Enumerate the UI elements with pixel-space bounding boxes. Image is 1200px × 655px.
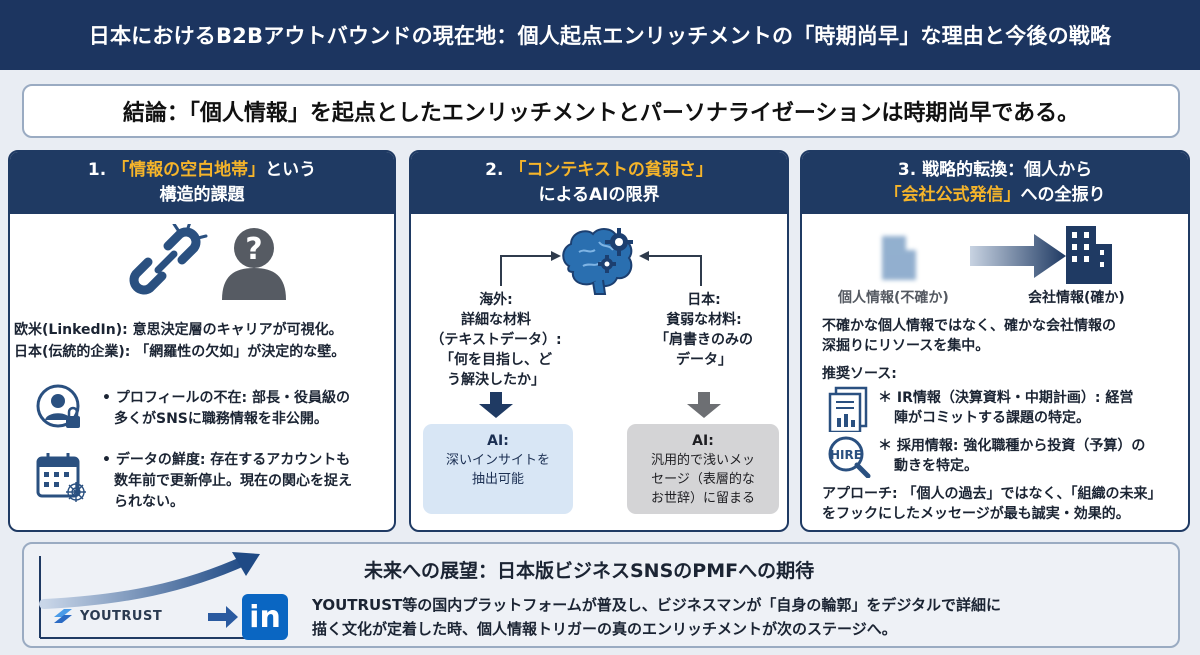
ai-outcome-japan-head: AI:: [692, 433, 714, 449]
label-personal-info: 個人情報(不確か): [838, 290, 949, 306]
overseas-heading: 海外:: [479, 292, 513, 308]
growth-trend-graphic: [39, 552, 270, 639]
approach-l2: をフックにしたメッセージが最も誠実・効果的。: [822, 506, 1130, 522]
ai-outcome-overseas-l2: 抽出可能: [471, 472, 524, 487]
hire-icon-text: HIRE: [830, 448, 862, 462]
panel-2-title-num: 2.: [485, 160, 510, 180]
source-hiring-l2: 動きを特定。: [894, 458, 978, 474]
panel-1-bullet-profile-l2: 多くがSNSに職務情報を非公開。: [114, 411, 328, 427]
panel-1-header: 1. 「情報の空白地帯」という 構造的課題: [10, 152, 394, 214]
youtrust-logo: YOUTRUST: [52, 604, 212, 628]
ai-outcome-overseas-head: AI:: [487, 433, 509, 449]
profile-lock-icon: [36, 384, 80, 428]
future-outlook-title: 未来への展望：日本版ビジネスSNSのPMFへの期待: [364, 560, 815, 582]
brain-gears-icon: [562, 228, 633, 295]
future-outlook-banner: YOUTRUST in 未来への展望：日本版ビジネスSNSのPMFへの期待 YO…: [22, 542, 1180, 648]
label-company-info: 会社情報(確か): [1028, 290, 1125, 306]
broken-link-icon: [129, 224, 208, 295]
panel-2-title-highlight: 「コンテキストの貧弱さ」: [509, 160, 713, 180]
panel-1-bullet-profile-l1: • プロフィールの不在: 部長・役員級の: [102, 390, 351, 406]
overseas-l4: う解決したか」: [447, 372, 545, 388]
panel-1-bullet-freshness-l3: られない。: [114, 494, 184, 510]
overseas-l2: （テキストデータ）:: [430, 332, 562, 348]
ir-document-icon: [828, 386, 868, 432]
overseas-l1: 詳細な材料: [461, 312, 531, 328]
recommended-sources-label: 推奨ソース:: [822, 366, 897, 382]
future-outlook-line2: 描く文化が定着した時、個人情報トリガーの真のエンリッチメントが次のステージへ。: [312, 620, 897, 638]
panel-information-gap: 1. 「情報の空白地帯」という 構造的課題 ? 欧米(LinkedIn): 意思…: [8, 150, 396, 532]
panel-context-poverty: 2. 「コンテキストの貧弱さ」 によるAIの限界 海外: 詳細な材料 （テキスト…: [409, 150, 789, 532]
stale-calendar-icon: [36, 453, 86, 502]
youtrust-mark-icon: [54, 609, 72, 623]
panel-1-title-num: 1.: [87, 160, 113, 180]
panel-strategic-shift: 3. 戦略的転換：個人から 「会社公式発信」への全振り 個人情報(不確か) 会社…: [800, 150, 1190, 532]
page-header: 日本におけるB2Bアウトバウンドの現在地：個人起点エンリッチメントの「時期尚早」…: [0, 0, 1200, 70]
panel-1-line-west: 欧米(LinkedIn): 意思決定層のキャリアが可視化。: [14, 322, 343, 338]
panel-1-bullet-freshness-l2: 数年前で更新停止。現在の関心を捉え: [114, 473, 352, 489]
page-title: 日本におけるB2Bアウトバウンドの現在地：個人起点エンリッチメントの「時期尚早」…: [88, 24, 1112, 48]
conclusion-banner: 結論：「個人情報」を起点としたエンリッチメントとパーソナライゼーションは時期尚早…: [22, 84, 1180, 138]
youtrust-label: YOUTRUST: [80, 608, 163, 624]
youtrust-to-linkedin-arrow: [208, 606, 238, 628]
panel-3-title-highlight: 「会社公式発信」: [884, 185, 1021, 205]
shift-arrow-icon: [970, 234, 1066, 278]
hire-magnifier-icon: HIRE: [828, 436, 871, 478]
japan-l1: 貧弱な材料:: [666, 312, 742, 328]
panel-1-title-line2: 構造的課題: [159, 185, 245, 205]
ai-outcome-japan: AI: 汎用的で浅いメッ セージ（表層的な お世辞）に留まる: [627, 424, 779, 514]
overseas-l3: 「何を目指し、ど: [440, 352, 552, 368]
source-ir-l1: ＊ IR情報（決算資料・中期計画）: 経営: [878, 390, 1134, 406]
ai-outcome-overseas-l1: 深いインサイトを: [445, 453, 550, 468]
japan-heading: 日本:: [687, 292, 721, 308]
ai-outcome-overseas: AI: 深いインサイトを 抽出可能: [423, 424, 573, 514]
linkedin-label: in: [249, 599, 281, 635]
down-arrow-navy-icon: [479, 392, 513, 418]
panel-2-title-line2: によるAIの限界: [538, 185, 660, 205]
source-ir-l2: 陣がコミットする課題の特定。: [894, 410, 1090, 426]
panel-1-line-japan: 日本(伝統的企業): 「網羅性の欠如」が決定的な壁。: [14, 344, 346, 360]
japan-l3: データ」: [676, 352, 732, 368]
linkedin-logo: in: [242, 594, 288, 640]
brain-connector-arrows: [500, 251, 702, 286]
conclusion-text: 結論：「個人情報」を起点としたエンリッチメントとパーソナライゼーションは時期尚早…: [122, 101, 1080, 126]
future-outlook-line1: YOUTRUST等の国内プラットフォームが普及し、ビジネスマンが「自身の輪郭」を…: [312, 596, 1002, 614]
panel-3-summary-l2: 深掘りにリソースを集中。: [822, 338, 990, 354]
approach-l1: アプローチ: 「個人の過去」ではなく、「組織の未来」: [822, 486, 1162, 502]
svg-text:?: ?: [245, 232, 262, 267]
panel-3-summary-l1: 不確かな個人情報ではなく、確かな会社情報の: [822, 318, 1116, 334]
ai-outcome-japan-l1: 汎用的で浅いメッ: [650, 453, 755, 468]
japan-l2: 「肩書きのみの: [655, 332, 753, 348]
source-hiring-l1: ＊ 採用情報: 強化職種から投資（予算）の: [878, 438, 1146, 454]
panel-3-title-line1: 3. 戦略的転換：個人から: [897, 160, 1093, 180]
company-building-icon: [1066, 226, 1112, 284]
down-arrow-gray-icon: [687, 392, 721, 418]
ai-outcome-japan-l3: お世辞）に留まる: [650, 491, 755, 506]
panel-2-header: 2. 「コンテキストの貧弱さ」 によるAIの限界: [411, 152, 787, 214]
unknown-person-icon: ?: [222, 228, 286, 300]
panel-1-title-rest: という: [265, 160, 317, 180]
panel-3-header: 3. 戦略的転換：個人から 「会社公式発信」への全振り: [802, 152, 1188, 214]
ai-outcome-japan-l2: セージ（表層的な: [651, 472, 755, 487]
panel-3-title-rest: への全振り: [1020, 185, 1106, 205]
panel-1-title-highlight: 「情報の空白地帯」: [112, 160, 266, 180]
blurred-building-icon: [882, 236, 916, 280]
panel-1-bullet-freshness-l1: • データの鮮度: 存在するアカウントも: [102, 452, 351, 468]
